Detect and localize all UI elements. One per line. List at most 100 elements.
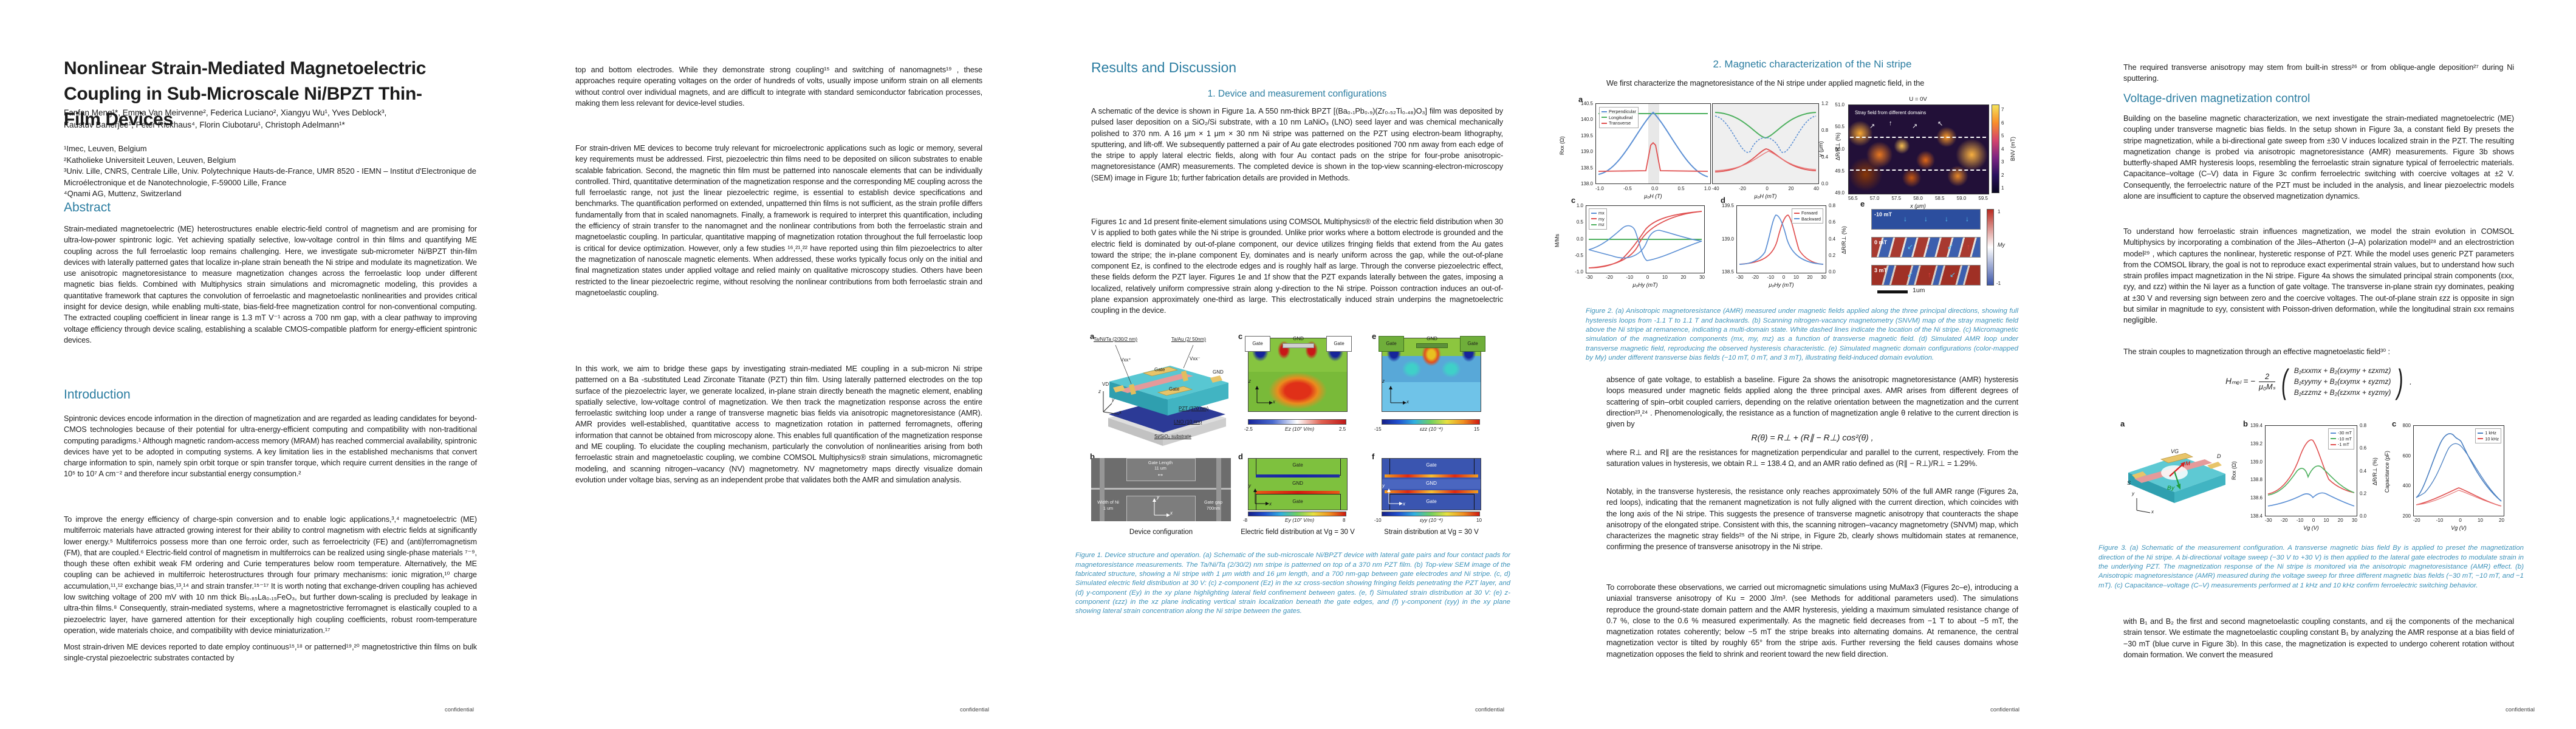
figure1-panel-c-label: c (1238, 332, 1243, 341)
gate-electrode-right: Gate (1326, 336, 1352, 352)
vxx-plus-label: Vxx⁺ (1120, 357, 1131, 363)
gnd-label: GND (1427, 336, 1437, 341)
abstract-heading: Abstract (64, 200, 111, 214)
sem-ni-stripe (1091, 488, 1231, 490)
voltage-control-heading: Voltage-driven magnetization control (2123, 92, 2311, 105)
tick-label: 600 (2402, 453, 2411, 459)
gate-top-label: Gate (1292, 462, 1303, 468)
tick-label: 138.5 (1580, 165, 1593, 171)
fraction-denominator: μ₀Mₛ (2259, 382, 2276, 391)
figure1-panel-e-strain-map: Gate Gate GND z x (1379, 336, 1485, 412)
width-ni-value: 1 um (1103, 505, 1114, 511)
figure2-snvm-map: Stray field from different domains ↗ ↑ ↗… (1848, 104, 1989, 194)
tick-label: 5 (2001, 133, 2004, 139)
tick-label: 40 (1814, 186, 1819, 191)
y-axis-label: M/Ms (1554, 234, 1560, 247)
arrow-icon: ↗ (1869, 123, 1875, 130)
tick-label: 0.8 (2360, 423, 2367, 428)
tick-label: 20 (1788, 186, 1794, 191)
figure1-panel-b-sem-image: Gate Length 11 um ↔ Width of Ni 1 um Gat… (1091, 458, 1231, 521)
legend: mx my mz (1589, 208, 1607, 230)
gate-length-value: 11 um (1154, 465, 1166, 471)
sem-gate-top (1126, 458, 1196, 481)
tick-label: 10 (2478, 518, 2483, 523)
ni-stripe-outline-bottom (1850, 169, 1986, 171)
arrow-icon: ↙ (1950, 270, 1956, 279)
tick-label: 139.0 (2250, 459, 2263, 465)
eyy-hot-stripe-top (1385, 474, 1478, 477)
tick-label: 400 (2402, 483, 2411, 489)
axis-x-label: x (1403, 501, 1405, 507)
tick-label: 138.6 (2250, 495, 2263, 501)
tick-label: -10 (1626, 275, 1634, 280)
body-paragraph: where R⊥ and R∥ are the resistances for … (1606, 448, 2018, 468)
layer-label-au: Ta/Au (2/ 50nm) (1171, 337, 1206, 342)
axes-glyph (1255, 386, 1273, 405)
gate-electrode-left: Gate (1379, 336, 1404, 352)
figure3-cv-plot: 1 kHz 10 kHz (2413, 425, 2504, 516)
y-axis-label: y (μm) (1818, 141, 1824, 157)
tick-label: 3 (2001, 159, 2004, 165)
colorbar-min: -15 (1374, 426, 1382, 432)
figure3-panel-a-schematic: VG D S M By y x (2119, 425, 2234, 527)
legend: -30 mT -10 mT -1 mT (2328, 428, 2354, 450)
tick-label: 139.0 (1580, 149, 1593, 155)
body-paragraph: In this work, we aim to bridge these gap… (575, 364, 982, 484)
axis-x-label: x (1406, 399, 1409, 405)
tick-label: 30 (1699, 275, 1705, 280)
tick-label: 140.5 (1580, 101, 1593, 106)
tick-label: 139.5 (1580, 132, 1593, 139)
device-3d-schematic (1103, 344, 1228, 446)
y-axis-label: Rxx (Ω) (1559, 136, 1565, 156)
footer-confidential: confidential (1475, 707, 1504, 713)
gate-region-bottom (1256, 494, 1341, 510)
axes-glyph (1387, 488, 1403, 505)
colorbar-label: BNV (mT) (2010, 137, 2016, 161)
colorbar-ezz (1382, 419, 1480, 425)
tick-label: 20 (1680, 275, 1687, 280)
axis-x-label: x (1273, 399, 1275, 405)
legend-item: 10 kHz (2485, 436, 2499, 442)
magnetization-curves (1588, 211, 1702, 269)
axis-x-label: x (1269, 501, 1272, 507)
figure2-amr-zoom-plot (1712, 103, 1819, 184)
body-paragraph: A schematic of the device is shown in Fi… (1091, 107, 1503, 182)
amr-zoom-curves (1714, 112, 1817, 173)
figure2-panel-a-label: a (1578, 95, 1583, 104)
tick-label: 138.8 (2250, 477, 2263, 483)
colorbar-max: 8 (1343, 518, 1346, 523)
gate-bottom-label: Gate (1292, 499, 1303, 504)
affiliation: ⁴Qnami AG, Muttenz, Switzerland (64, 189, 182, 198)
tick-label: 50.5 (1835, 124, 1845, 130)
legend-item: Transverse (1609, 120, 1631, 126)
arrow-icon: ↗ (1912, 123, 1918, 130)
tick-label: 30 (2352, 518, 2357, 523)
tick-label: -20 (1606, 275, 1613, 280)
tick-label: 0.0 (1651, 186, 1659, 191)
matrix-row: B₁εzzmz + B₂(εzxmx + εyzmy) (2293, 388, 2391, 397)
gnd-label: GND (1426, 481, 1437, 486)
measurement-schematic (2128, 453, 2225, 513)
ni-stripe-outline-top (1850, 137, 1986, 138)
abstract-paragraph: Strain-mediated magnetoelectric (ME) het… (64, 225, 477, 344)
tick-label: 200 (2402, 513, 2411, 519)
gate-region-bottom (1389, 494, 1475, 510)
domain-strip-0mT: 0 mT ↙ ↑ ↙ ↑ (1871, 237, 1981, 258)
tick-label: 50.0 (1835, 146, 1845, 152)
axis-x-label: x (1170, 510, 1173, 516)
legend-item: Backward (1801, 216, 1821, 222)
axis-y-label: y (1112, 397, 1114, 403)
figure1-panel-a-label: a (1090, 332, 1095, 341)
axis-x-label: x (1119, 409, 1122, 415)
axis-y-label: y (1249, 483, 1251, 488)
tick-label: -40 (1712, 186, 1719, 191)
x-axis-label: x (μm) (1910, 203, 1926, 209)
figure1-panel-c-field-map: Gate Gate GND z x (1245, 336, 1352, 412)
body-paragraph: Building on the baseline magnetic charac… (2123, 114, 2514, 201)
tick-label: 0.6 (1829, 219, 1836, 225)
colorbar-label: Ez (10⁷ V/m) (1284, 426, 1315, 432)
